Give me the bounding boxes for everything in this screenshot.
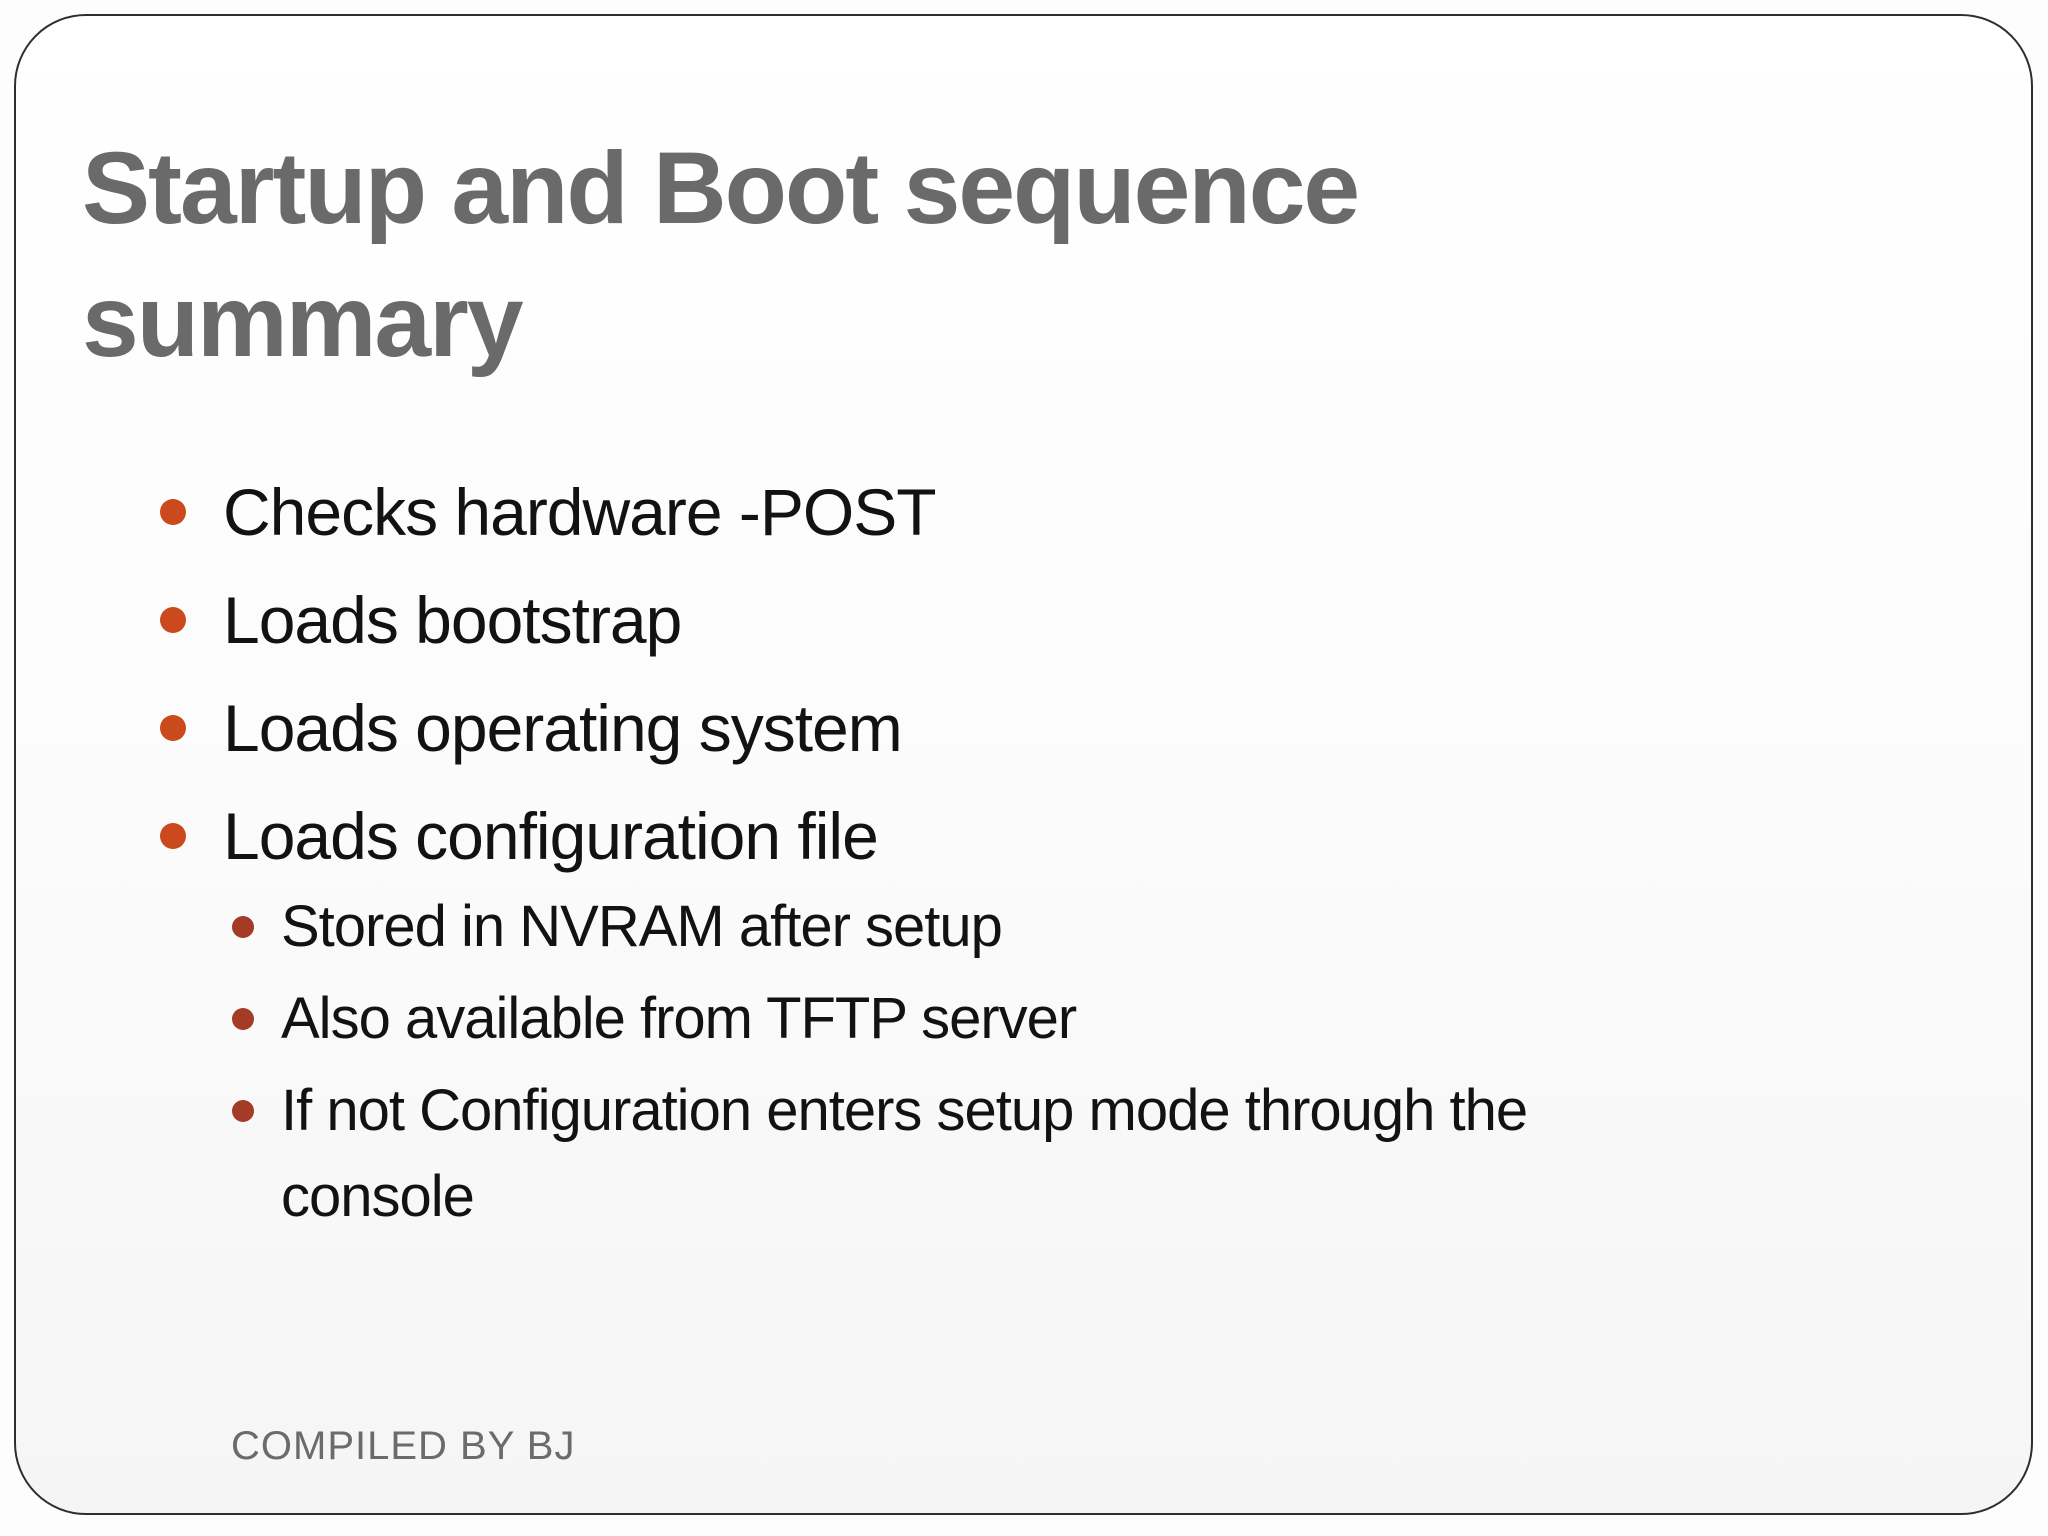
slide-border-frame: Startup and Boot sequence summary Checks…	[14, 14, 2033, 1515]
slide-body: Checks hardware -POST Loads bootstrap Lo…	[16, 464, 2048, 1252]
sub-bullet-icon	[232, 1008, 254, 1030]
sub-bullet-icon	[232, 1100, 254, 1122]
bullet-icon	[160, 607, 186, 633]
sub-bullet-text: Stored in NVRAM after setup	[281, 894, 1003, 959]
list-item: Loads configuration file Stored in NVRAM…	[16, 788, 2048, 1240]
list-item: Checks hardware -POST	[16, 464, 2048, 560]
list-item: Loads operating system	[16, 680, 2048, 776]
sub-bullet-list: Stored in NVRAM after setup Also availab…	[223, 884, 2048, 1240]
sub-list-item: If not Configuration enters setup mode t…	[223, 1068, 1656, 1240]
sub-bullet-text: If not Configuration enters setup mode t…	[281, 1078, 1528, 1229]
footer-credit: COMPILED BY BJ	[231, 1424, 576, 1468]
bullet-icon	[160, 715, 186, 741]
bullet-icon	[160, 499, 186, 525]
sub-bullet-icon	[232, 916, 254, 938]
sub-list-item: Stored in NVRAM after setup	[223, 884, 1656, 970]
bullet-text: Loads bootstrap	[223, 583, 682, 657]
list-item: Loads bootstrap	[16, 572, 2048, 668]
sub-bullet-text: Also available from TFTP server	[281, 986, 1077, 1051]
sub-list-item: Also available from TFTP server	[223, 976, 1656, 1062]
bullet-icon	[160, 823, 186, 849]
page-title: Startup and Boot sequence summary	[82, 131, 1360, 378]
bullet-text: Loads operating system	[223, 691, 903, 765]
bullet-text: Checks hardware -POST	[223, 475, 937, 549]
bullet-list: Checks hardware -POST Loads bootstrap Lo…	[16, 464, 2048, 1240]
bullet-text: Loads configuration file	[223, 799, 879, 873]
